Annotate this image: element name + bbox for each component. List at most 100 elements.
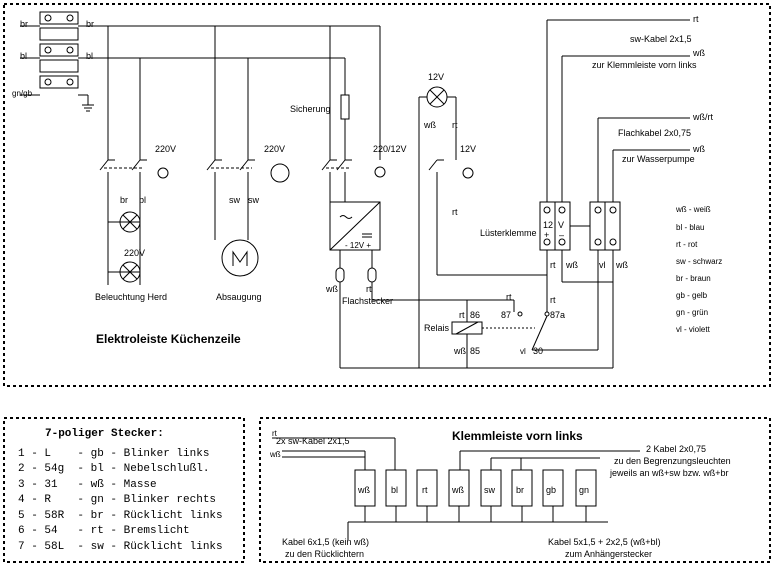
right-cables (546, 19, 690, 202)
klemm-terminals (354, 469, 597, 522)
klemm-term: rt (422, 485, 428, 495)
stecker-row: 3 - 31 - wß - Masse (18, 479, 157, 491)
color-legend: wß - weiß bl - blau rt - rot sw - schwar… (675, 205, 722, 334)
term-gnge-label: gn/gb (12, 89, 33, 98)
wire-br-label: br (120, 195, 128, 205)
stecker-row: 7 - 58L - sw - Rücklicht links (18, 541, 223, 553)
lamp-bot-label: 220V (124, 248, 145, 258)
legend-item: bl - blau (676, 223, 704, 232)
relay-87: 87 (501, 310, 511, 320)
relay-vl: vl (520, 347, 526, 356)
trafo-label: 220/12V (373, 144, 407, 154)
klemm-term: gb (546, 485, 556, 495)
term-bl-label: bl (20, 51, 27, 61)
stecker-title: 7-poliger Stecker: (45, 428, 164, 440)
trafo-out-label: - 12V + (345, 241, 371, 250)
cable-rt: rt (693, 14, 699, 24)
luester-klemme (437, 201, 621, 368)
lamp12-top-label: 12V (428, 72, 444, 82)
stecker-row: 4 - R - gn - Blinker rechts (18, 494, 216, 506)
trafo-rt-label: rt (366, 284, 372, 294)
stecker-row: 1 - L - gb - Blinker links (18, 448, 209, 460)
klemm-term: bl (391, 485, 398, 495)
legend-item: sw - schwarz (676, 257, 722, 266)
stecker-row: 2 - 54g - bl - Nebelschlußl. (18, 463, 209, 475)
motor-symbol (214, 200, 259, 277)
legend-item: gn - grün (676, 308, 708, 317)
wire-sw2-label: sw (248, 195, 260, 205)
klemm-term: sw (484, 485, 496, 495)
herd-label: Beleuchtung Herd (95, 292, 167, 302)
luester-label: Lüsterklemme (480, 228, 537, 238)
lamp12-wss-label: wß (423, 120, 436, 130)
trafo-wss-label: wß (325, 284, 338, 294)
fan-220v-label: 220V (264, 144, 285, 154)
luester-12: 12 (543, 220, 553, 230)
relay-86: 86 (470, 310, 480, 320)
lamp12-right-label: 12V (460, 144, 476, 154)
klemm-sw: 2x sw-Kabel 2x1,5 (276, 436, 350, 446)
klemm-note: zu den Begrenzungsleuchten (614, 456, 731, 466)
cable-wss: wß (692, 48, 705, 58)
legend-item: wß - weiß (675, 205, 711, 214)
stecker-row: 5 - 58R - br - Rücklicht links (18, 510, 223, 522)
klemm-bottom-right: zum Anhängerstecker (565, 549, 652, 559)
wire-bl-label: bl (139, 195, 146, 205)
term-br-label: br (20, 19, 28, 29)
flachstecker-label: Flachstecker (342, 296, 393, 306)
stecker-frame (3, 417, 245, 563)
klemm-bottom-left: Kabel 6x1,5 (kein wß) (282, 537, 369, 547)
legend-item: br - braun (676, 274, 711, 283)
cable-sw: sw-Kabel 2x1,5 (630, 34, 692, 44)
lamp-220v-label: 220V (155, 144, 176, 154)
relay-rt2: rt (506, 292, 512, 302)
trafo-icon (374, 166, 386, 178)
relay-symbol (340, 299, 613, 369)
input-terminals (20, 11, 108, 112)
klemm-note: jeweils an wß+sw bzw. wß+br (609, 468, 729, 478)
term-bl-label-r: bl (86, 51, 93, 61)
fuse-label: Sicherung (290, 104, 331, 114)
legend-item: gb - gelb (676, 291, 708, 300)
relay-85: 85 (470, 346, 480, 356)
luester-wss2: wß (615, 260, 628, 270)
herd-lamps (107, 200, 141, 285)
klemm-wires (272, 437, 640, 540)
term-br-label-r: br (86, 19, 94, 29)
bus-wires (107, 25, 381, 160)
lamp-12v (418, 86, 474, 368)
klemm-term: gn (579, 485, 589, 495)
absaugung-label: Absaugung (216, 292, 262, 302)
relay-rt3: rt (550, 295, 556, 305)
lamp12-rt-label: rt (452, 120, 458, 130)
stecker-row: 6 - 54 - rt - Bremslicht (18, 525, 190, 537)
relay-wss: wß (453, 346, 466, 356)
klemm-frame (259, 417, 771, 563)
main-frame (3, 3, 771, 387)
klemm-note: 2 Kabel 2x0,75 (646, 444, 706, 454)
luester-vl: vl (599, 260, 606, 270)
lamp-icon (157, 167, 169, 179)
relay-30: 30 (533, 346, 543, 356)
klemm-term: wß (357, 485, 370, 495)
wire-sw1-label: sw (229, 195, 241, 205)
klemm-bottom-right: Kabel 5x1,5 + 2x2,5 (wß+bl) (548, 537, 661, 547)
luester-wss: wß (565, 260, 578, 270)
klemm-term: br (516, 485, 524, 495)
cable-pumpe: zur Wasserpumpe (622, 154, 695, 164)
relay-label: Relais (424, 323, 450, 333)
cable-klemm: zur Klemmleiste vorn links (592, 60, 697, 70)
switch-group (99, 159, 444, 202)
lamp12-rt2-label: rt (452, 207, 458, 217)
legend-item: rt - rot (676, 240, 698, 249)
fan-icon (270, 163, 290, 183)
cable-wss2: wß (692, 144, 705, 154)
klemm-term: wß (451, 485, 464, 495)
stecker-rows: 1 - L - gb - Blinker links 2 - 54g - bl … (18, 448, 223, 553)
relay-rt: rt (459, 310, 465, 320)
luester-plus: + (544, 230, 549, 240)
klemm-wss: wß (269, 450, 281, 459)
cable-flach: Flachkabel 2x0,75 (618, 128, 691, 138)
luester-minus: – (559, 230, 564, 240)
legend-item: vl - violett (676, 325, 711, 334)
